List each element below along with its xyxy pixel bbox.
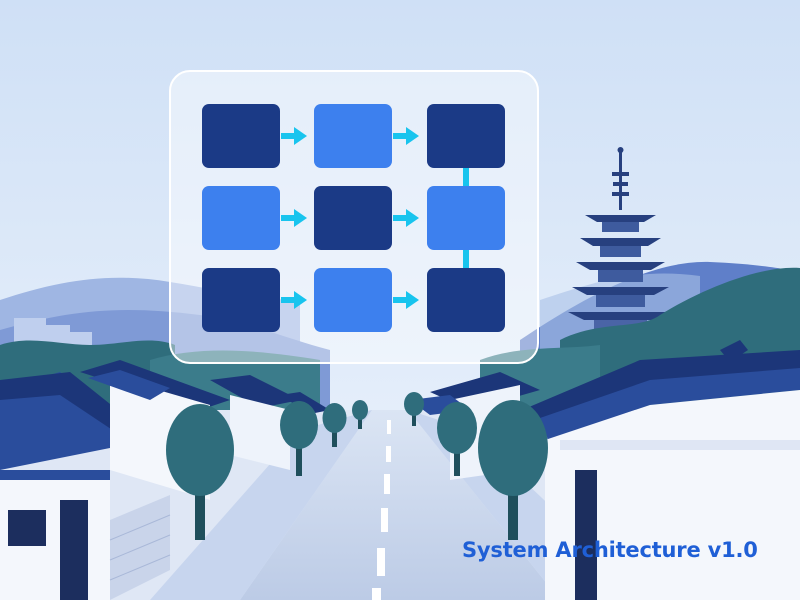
- tree-icon: [478, 400, 548, 540]
- caption-title: System Architecture v1.0: [462, 538, 758, 562]
- diagram-box-r1c1: [202, 104, 280, 168]
- road: [240, 410, 560, 600]
- road-markings: [372, 420, 391, 600]
- diagram-box-r1c2: [314, 104, 392, 168]
- house-icon: [522, 340, 800, 600]
- pagoda-icon: [568, 147, 673, 336]
- diagram-box-r3c2: [314, 268, 392, 332]
- tree-icon: [404, 392, 424, 426]
- diagram-box-r2c3: [427, 186, 505, 250]
- tree-icon: [437, 402, 477, 476]
- tree-icon: [322, 403, 347, 447]
- sidewalk-left: [150, 410, 372, 600]
- diagram-boxes: [202, 104, 505, 332]
- tree-icon: [352, 400, 368, 429]
- tree-icon: [166, 404, 234, 540]
- diagram-box-r2c1: [202, 186, 280, 250]
- diagram-box-r3c1: [202, 268, 280, 332]
- diagram-box-r1c3: [427, 104, 505, 168]
- flow-diagram-icon: [169, 70, 539, 364]
- tree-icon: [280, 401, 318, 476]
- diagram-box-r2c2: [314, 186, 392, 250]
- diagram-connectors: [281, 127, 469, 309]
- diagram-box-r3c3: [427, 268, 505, 332]
